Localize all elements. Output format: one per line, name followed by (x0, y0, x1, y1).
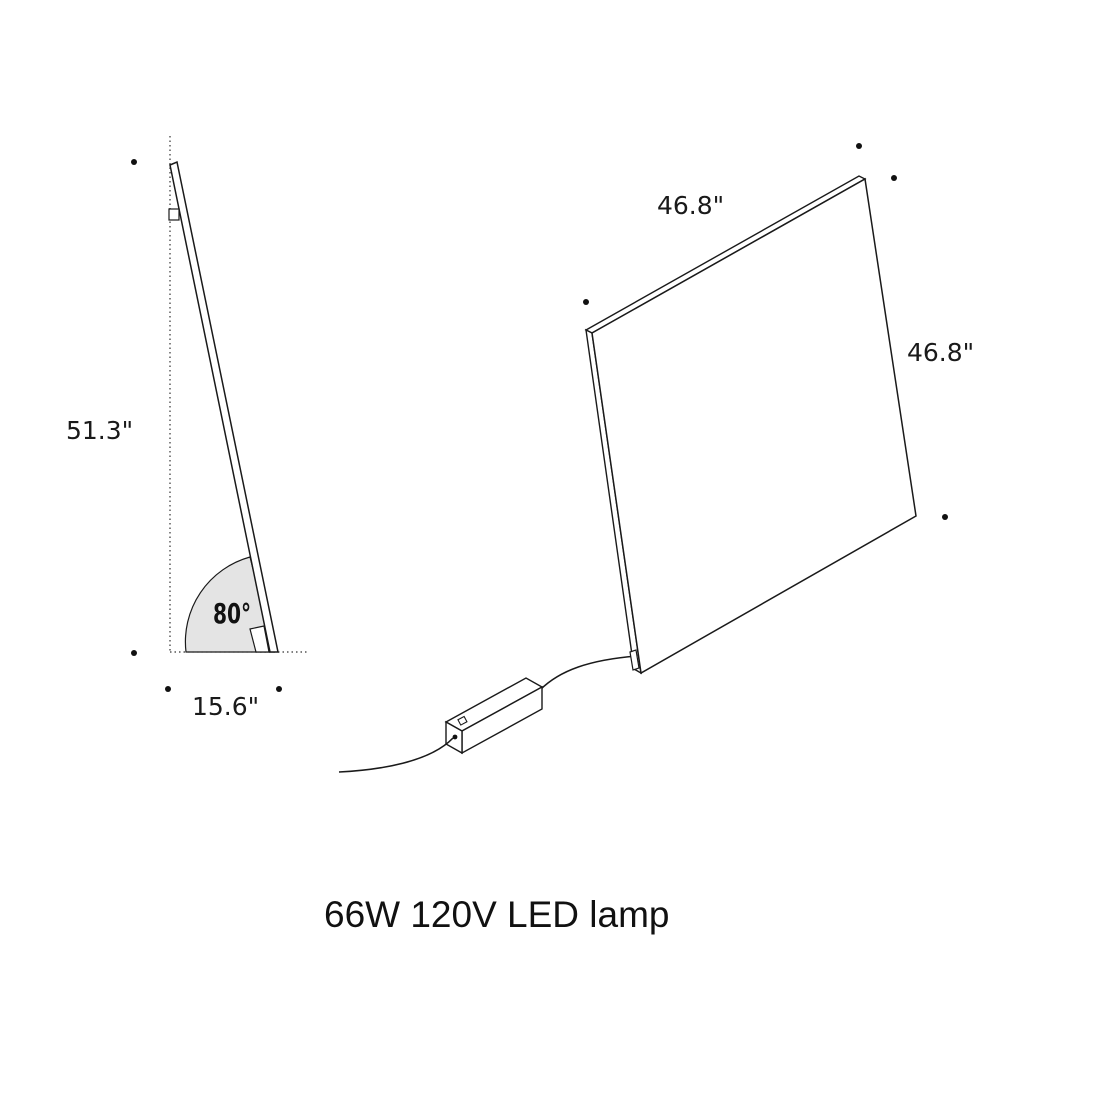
side-panel-profile (169, 160, 279, 653)
panel-connector (629, 649, 640, 671)
corner-dot (942, 514, 948, 520)
top-bracket (168, 208, 180, 221)
perspective-view (338, 143, 948, 773)
bottom-foot (249, 625, 270, 653)
led-driver-box (444, 677, 544, 755)
side-depth-label: 15.6" (192, 692, 260, 721)
corner-dot (131, 650, 137, 656)
product-caption: 66W 120V LED lamp (324, 894, 670, 935)
mains-cord (338, 737, 454, 773)
corner-dot (276, 686, 282, 692)
corner-dot (856, 143, 862, 149)
driver-switch-icon (457, 715, 468, 726)
side-height-label: 51.3" (66, 416, 134, 445)
panel-cord (539, 655, 637, 691)
panel-face (591, 177, 917, 675)
angle-label: 80° (213, 597, 252, 630)
front-height-label: 46.8" (907, 338, 975, 367)
driver-cable-port (452, 734, 458, 740)
side-view (131, 136, 308, 692)
corner-dot (131, 159, 137, 165)
corner-dot (165, 686, 171, 692)
corner-dot (891, 175, 897, 181)
front-width-label: 46.8" (657, 191, 725, 220)
corner-dot (583, 299, 589, 305)
